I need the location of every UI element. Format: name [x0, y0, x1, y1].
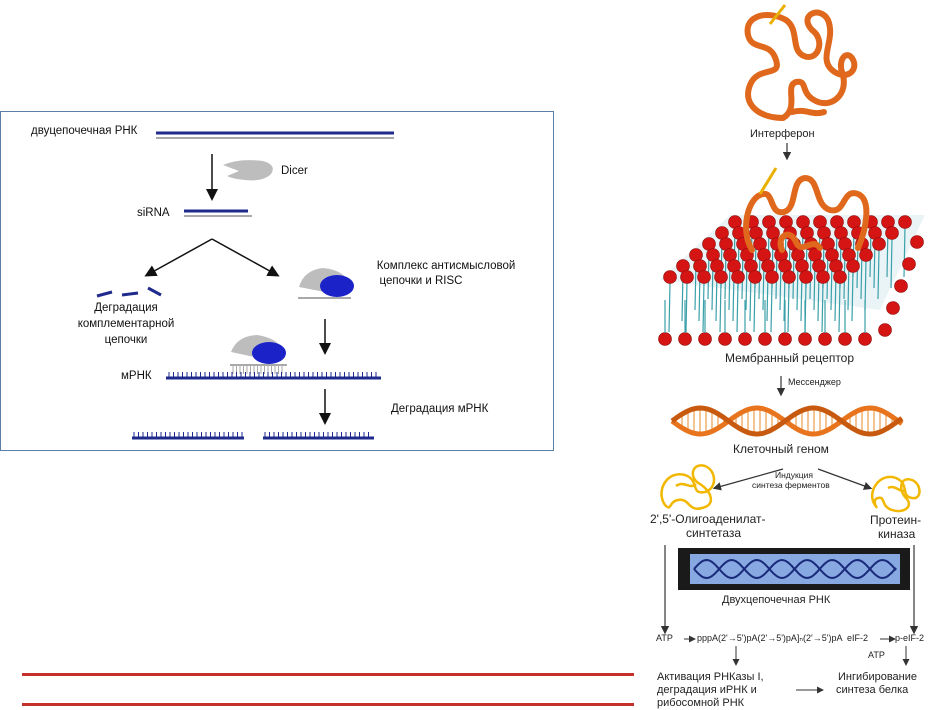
oligo-label-1: 2',5'-Олигоаденилат- — [650, 512, 766, 526]
arrow-to-oligo — [712, 468, 784, 491]
activation-label-2: деградация иРНК и — [657, 684, 757, 696]
degradation-label-1: Деградация — [94, 302, 158, 314]
risc-complex — [298, 268, 354, 299]
dicer-icon — [223, 160, 273, 181]
red-divider-bottom — [22, 703, 634, 706]
kinase-label-2: киназа — [878, 527, 916, 541]
arrow-to-degradation — [144, 238, 213, 277]
inhibition-label-1: Ингибирование — [838, 671, 917, 683]
mrna-fragment-left — [132, 432, 244, 440]
dsrna-label-right: Двухцепочечная РНК — [722, 594, 831, 606]
eif-right-label: p-eIF-2 — [895, 633, 925, 643]
inhibition-label-2: синтеза белка — [836, 684, 909, 696]
risc-on-mrna — [230, 335, 287, 374]
kinase-label-1: Протеин- — [870, 513, 922, 527]
dsrna-label: двуцепочечная РНК — [31, 125, 138, 137]
red-divider-top — [22, 673, 634, 676]
cell-genome-label: Клеточный геном — [733, 442, 829, 456]
oligoadenylate-formula: pppA(2'→5')pA(2'→5')pA]ₙ(2'→5')pA — [697, 633, 843, 643]
interferon-label: Интерферон — [750, 128, 815, 140]
mrna-degradation-label: Деградация мРНК — [391, 403, 489, 415]
induction-label-2: синтеза ферментов — [752, 480, 830, 490]
protein-kinase-enzyme — [870, 475, 921, 513]
dsrna-duplex — [156, 131, 394, 139]
activation-label-1: Активация РНКазы I, — [657, 671, 764, 683]
messenger-label: Мессенджер — [788, 377, 841, 387]
complex-label-2: цепочки и RISC — [379, 275, 463, 287]
activation-label-3: рибосомной РНК — [657, 697, 745, 709]
mrna-label: мРНК — [121, 370, 152, 382]
sirna-diagram-panel: двуцепочечная РНК Dicer siRNA Деградация… — [0, 111, 554, 451]
cell-genome-helix — [670, 405, 904, 437]
interferon-molecule — [744, 9, 858, 121]
degradation-label-2: комплементарной — [77, 318, 175, 330]
induction-label-1: Индукция — [775, 470, 813, 480]
degraded-fragments — [96, 286, 162, 298]
eif-left-label: eIF-2 — [847, 633, 869, 643]
complex-label-1: Комплекс антисмысловой — [376, 260, 516, 272]
sirna-label: siRNA — [137, 207, 170, 219]
membrane-receptor-label: Мембранный рецептор — [725, 351, 855, 365]
atp-left-label: ATP — [656, 633, 673, 643]
receptor-molecule — [743, 174, 870, 253]
dsrna-box — [678, 548, 910, 590]
sirna-duplex — [184, 209, 252, 217]
oligo-synthetase-enzyme — [660, 464, 716, 510]
receptor-link — [758, 167, 778, 195]
mrna-fragment-right — [263, 432, 374, 440]
mrna-strand — [166, 372, 381, 380]
arrow-to-complex — [211, 238, 280, 277]
arrow-to-kinase — [817, 468, 873, 490]
oligo-label-2: синтетаза — [686, 526, 742, 540]
interferon-link — [768, 4, 787, 25]
sirna-diagram-drawing — [96, 131, 394, 440]
atp-right-label: ATP — [868, 650, 885, 660]
dicer-label: Dicer — [281, 165, 308, 177]
degradation-label-3: цепочки — [104, 334, 148, 346]
